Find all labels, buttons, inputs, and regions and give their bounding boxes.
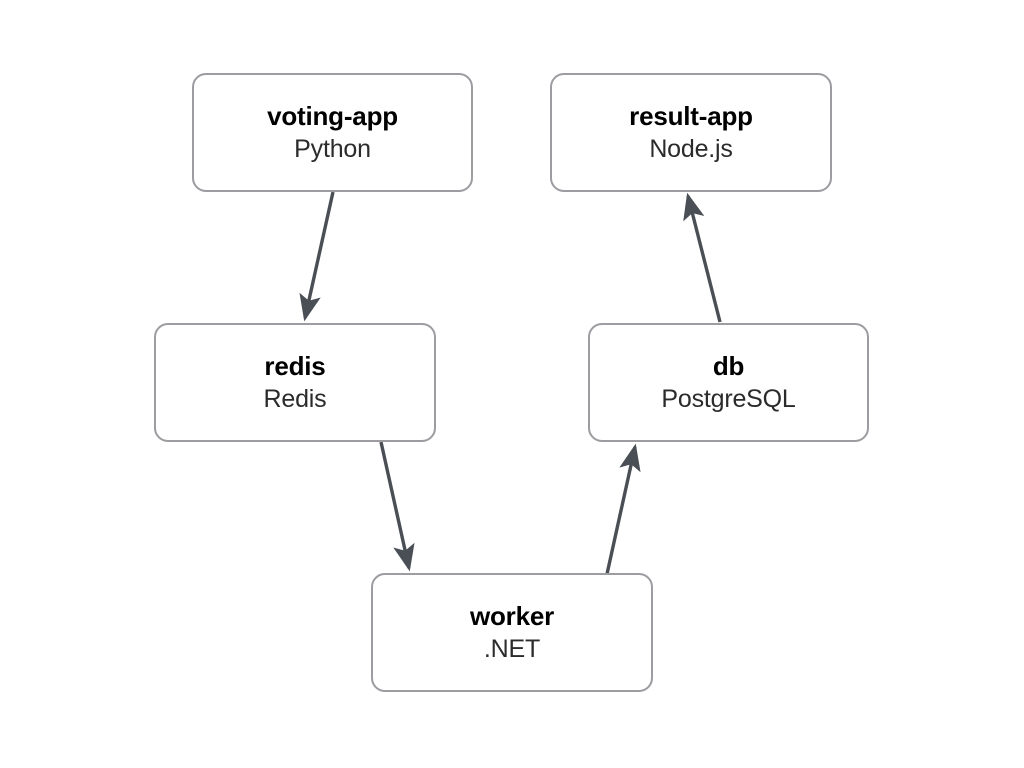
node-subtitle: Python	[294, 134, 371, 163]
edge-voting-app-to-redis	[299, 191, 335, 322]
node-subtitle: PostgreSQL	[661, 384, 796, 413]
node-title: redis	[264, 351, 326, 382]
node-title: result-app	[629, 101, 753, 132]
edge-redis-to-worker	[379, 441, 415, 572]
node-worker[interactable]: worker .NET	[371, 573, 653, 692]
edge-db-to-result-app	[683, 192, 722, 323]
node-subtitle: Node.js	[649, 134, 733, 163]
node-redis[interactable]: redis Redis	[154, 323, 436, 442]
node-db[interactable]: db PostgreSQL	[588, 323, 869, 442]
node-voting-app[interactable]: voting-app Python	[192, 73, 473, 192]
node-subtitle: Redis	[263, 384, 327, 413]
node-title: db	[712, 351, 745, 382]
node-result-app[interactable]: result-app Node.js	[550, 73, 832, 192]
node-title: voting-app	[267, 101, 398, 132]
edge-worker-to-db	[605, 443, 641, 575]
node-subtitle: .NET	[483, 634, 541, 663]
node-title: worker	[469, 601, 555, 632]
